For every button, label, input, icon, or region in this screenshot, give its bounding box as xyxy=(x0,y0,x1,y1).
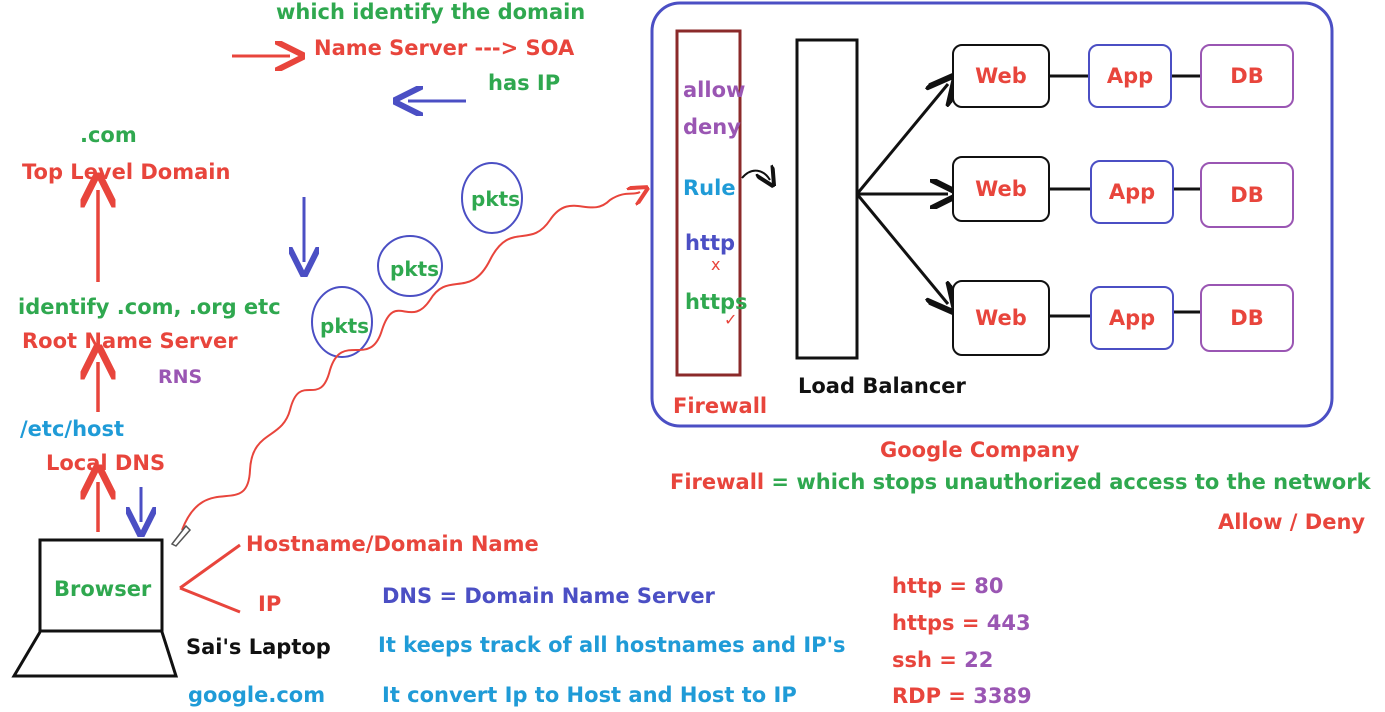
identify-com-org-text: identify .com, .org etc xyxy=(18,295,281,319)
db-server-3: DB xyxy=(1200,284,1294,352)
dns-definition-line1: It keeps track of all hostnames and IP's xyxy=(378,633,846,657)
laptop-screen xyxy=(38,538,164,633)
port-row-https: https = 443 xyxy=(892,611,1031,635)
top-level-domain-text: Top Level Domain xyxy=(22,160,231,184)
firewall-definition: Firewall = which stops unauthorized acce… xyxy=(670,470,1371,494)
app-server-2: App xyxy=(1090,160,1174,224)
company-container xyxy=(650,1,1334,428)
web-server-2: Web xyxy=(952,156,1050,222)
site-label: google.com xyxy=(188,683,326,707)
firewall-label: Firewall xyxy=(673,394,768,418)
firewall-http-x-mark: x xyxy=(711,255,721,274)
packet-circle-2 xyxy=(377,235,443,297)
etc-host-text: /etc/host xyxy=(20,417,124,441)
local-dns-text: Local DNS xyxy=(46,451,166,475)
rule-hook-arrow xyxy=(741,171,770,180)
app-server-3: App xyxy=(1090,286,1174,350)
dns-definition-line2: It convert Ip to Host and Host to IP xyxy=(382,683,797,707)
rns-text: RNS xyxy=(158,366,203,388)
company-name: Google Company xyxy=(880,438,1080,462)
packet-route xyxy=(181,192,640,531)
packet-label-2: pkts xyxy=(390,257,440,281)
load-balancer-box xyxy=(795,38,859,360)
packet-circle-1 xyxy=(461,162,523,234)
which-identify-text: which identify the domain xyxy=(276,0,586,24)
laptop-owner-label: Sai's Laptop xyxy=(186,635,331,659)
port-row-rdp: RDP = 3389 xyxy=(892,684,1032,708)
firewall-https: https xyxy=(685,290,748,314)
firewall-box xyxy=(675,29,742,377)
port-row-http: http = 80 xyxy=(892,574,1004,598)
app-server-1: App xyxy=(1088,44,1172,108)
firewall-allow: allow xyxy=(683,78,746,102)
packet-label-1: pkts xyxy=(471,187,521,211)
firewall-deny: deny xyxy=(683,115,741,139)
firewall-http: http xyxy=(685,231,736,255)
ip-label: IP xyxy=(258,592,282,616)
web-server-3: Web xyxy=(952,280,1050,356)
load-balancer-label: Load Balancer xyxy=(798,374,966,398)
root-name-server-text: Root Name Server xyxy=(22,329,238,353)
name-server-soa-text: Name Server ---> SOA xyxy=(314,36,575,60)
port-row-ssh: ssh = 22 xyxy=(892,648,994,672)
firewall-https-check-mark: ✓ xyxy=(724,310,738,329)
packet-circle-3 xyxy=(311,286,373,358)
browser-label: Browser xyxy=(54,577,152,601)
dot-com-text: .com xyxy=(80,123,137,147)
db-server-2: DB xyxy=(1200,162,1294,228)
pen-cursor-icon xyxy=(170,524,192,547)
db-server-1: DB xyxy=(1200,44,1294,108)
has-ip-text: has IP xyxy=(488,71,561,95)
hostname-label: Hostname/Domain Name xyxy=(246,532,539,556)
packet-label-3: pkts xyxy=(320,314,370,338)
dns-definition-title: DNS = Domain Name Server xyxy=(382,584,715,608)
allow-deny-text: Allow / Deny xyxy=(1218,510,1366,534)
web-server-1: Web xyxy=(952,44,1050,108)
firewall-rule: Rule xyxy=(683,176,736,200)
laptop-base xyxy=(11,631,179,678)
